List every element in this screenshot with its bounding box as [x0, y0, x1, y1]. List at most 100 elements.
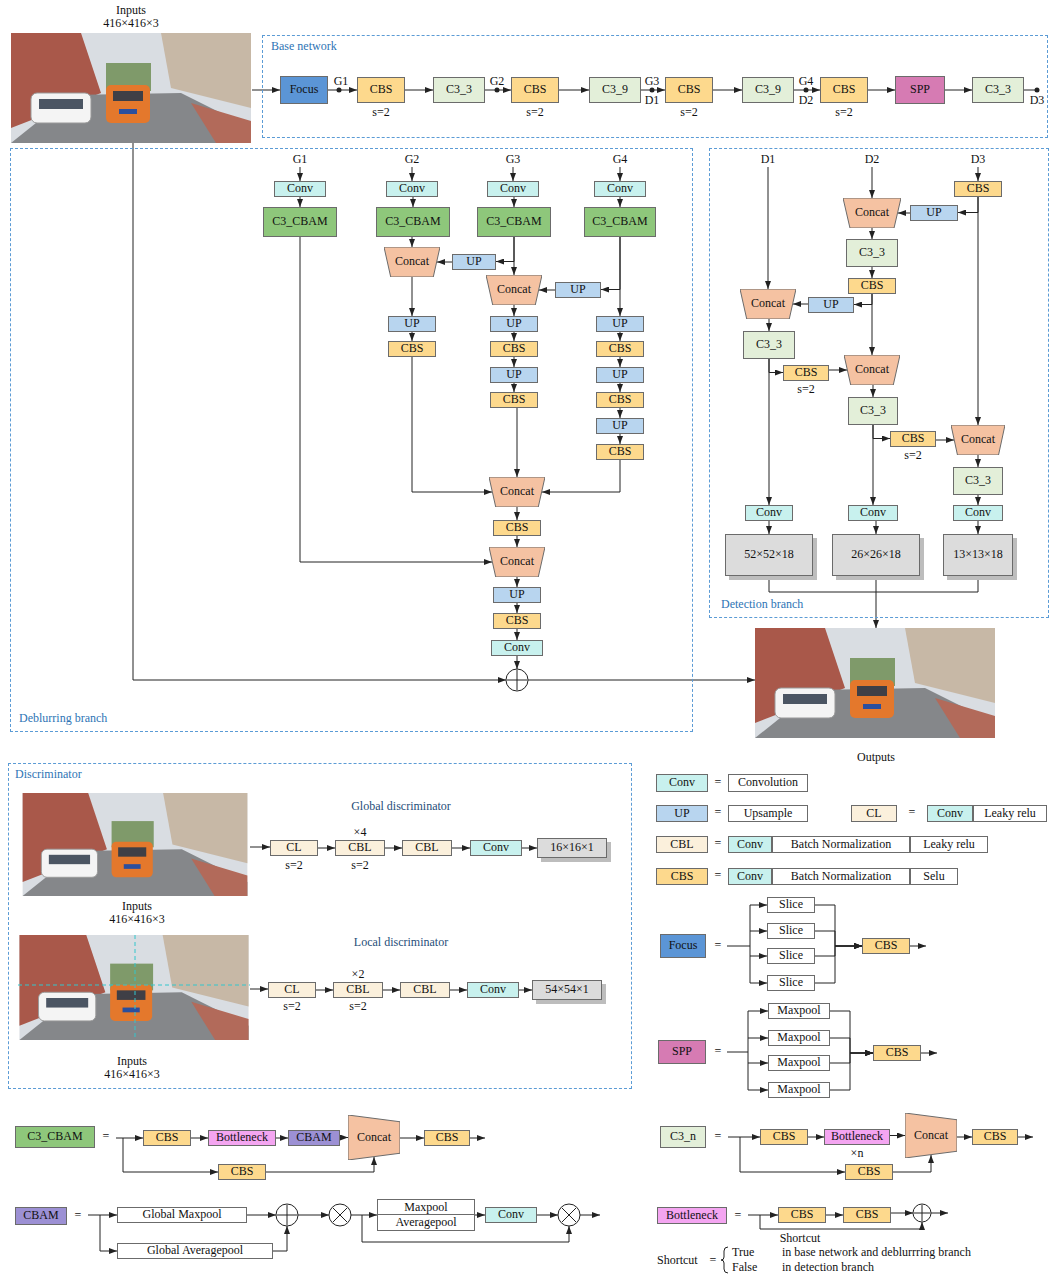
node-text: CBS	[671, 870, 694, 884]
label-wrap: s=2	[797, 382, 814, 397]
wire	[412, 167, 413, 181]
layer-box: CBL	[333, 982, 383, 998]
layer-box: CBS	[890, 431, 936, 447]
layer-box: CBS	[820, 77, 868, 103]
layer-box: UP	[452, 254, 496, 270]
node-text: CBL	[346, 983, 369, 997]
node-text: CBS	[370, 83, 393, 97]
label-wrap: in base network and deblurrring branch	[782, 1245, 971, 1260]
connector	[400, 1138, 424, 1139]
wire	[748, 1063, 768, 1064]
connector	[340, 1137, 348, 1138]
connector	[769, 319, 770, 331]
layer-box: CBL	[656, 836, 708, 853]
label-wrap: G3	[645, 74, 660, 89]
label-wrap: Shortcut	[657, 1253, 698, 1268]
layer-box: Conv	[470, 840, 522, 856]
node-text: Conv	[480, 983, 506, 997]
layer-box: C3_3	[848, 397, 898, 425]
wire	[273, 1226, 287, 1251]
layer-box: UP	[596, 316, 644, 332]
node-text: Upsample	[744, 807, 793, 821]
layer-box: UP	[656, 805, 708, 822]
node-text: CBS	[795, 366, 818, 380]
node-text: CBS	[436, 1131, 459, 1145]
wire	[891, 1213, 913, 1214]
layer-box: CL	[851, 805, 897, 822]
layer-box: UP	[596, 418, 644, 434]
node-text: CBS	[902, 432, 925, 446]
panel-title: Deblurring branch	[19, 712, 107, 726]
annotation-label: s=2	[285, 859, 302, 873]
node-text: C3_CBAM	[486, 215, 541, 229]
wire	[298, 1215, 329, 1216]
label-wrap: G1	[293, 152, 308, 167]
wire	[750, 905, 767, 906]
layer-box: CBS	[596, 392, 644, 408]
annotation-label: G1	[334, 75, 349, 89]
wire	[247, 1215, 276, 1216]
concat-trapezoid: Concat	[489, 477, 545, 507]
annotation-label: Local discriminator	[354, 936, 448, 950]
connector	[641, 90, 665, 91]
label-wrap: Inputs 416×416×3	[92, 1055, 172, 1081]
node-text: Batch Normalization	[791, 870, 891, 884]
output-photo	[755, 628, 995, 738]
annotation-label: G4	[613, 153, 628, 167]
wire	[517, 655, 518, 669]
layer-box: C3_CBAM	[584, 207, 656, 237]
input-photo	[11, 33, 251, 143]
layer-box: CBS	[665, 77, 713, 103]
connector	[945, 90, 972, 91]
node-text: Focus	[290, 83, 319, 97]
layer-box: Conv	[728, 868, 772, 885]
connector	[276, 1138, 288, 1139]
annotation-label: D2	[799, 94, 814, 108]
layer-box: 16×16×1	[537, 838, 607, 858]
wire	[748, 1090, 768, 1091]
node-text: Maxpool	[777, 1083, 820, 1097]
node-text: Conv	[498, 1208, 524, 1222]
wire	[910, 946, 926, 947]
label-wrap: s=2	[680, 105, 697, 120]
wire	[872, 167, 873, 198]
connector	[542, 460, 620, 492]
connector	[514, 357, 515, 367]
annotation-label: False	[732, 1261, 757, 1275]
annotation-label: ×2	[352, 968, 365, 982]
annotation-label: ×n	[851, 1147, 864, 1161]
annotation-label: s=2	[351, 859, 368, 873]
layer-box: CBS	[511, 77, 559, 103]
layer-box: Bottleneck	[657, 1207, 727, 1224]
trapezoid-shape	[489, 477, 545, 507]
connector	[514, 332, 515, 341]
label-wrap: =	[715, 938, 722, 953]
concat-trapezoid: Concat	[486, 275, 542, 305]
label-wrap: =	[909, 805, 916, 820]
node-text: C3_3	[859, 246, 885, 260]
wire	[750, 956, 767, 957]
layer-box: C3_9	[589, 77, 641, 103]
concat-trapezoid: Concat	[844, 355, 900, 385]
connector	[300, 197, 301, 207]
layer-box: CBS	[760, 1129, 808, 1145]
connector	[868, 90, 895, 91]
annotation-label: G2	[490, 75, 505, 89]
trapezoid-shape	[384, 247, 440, 277]
annotation-label: Inputs 416×416×3	[97, 900, 177, 926]
connector	[872, 267, 873, 278]
node-text: UP	[506, 368, 521, 382]
label-wrap: =	[715, 1129, 722, 1144]
node-text: Slice	[779, 898, 803, 912]
connector	[620, 357, 621, 367]
node-text: 13×13×18	[953, 548, 1003, 562]
connector	[405, 90, 433, 91]
annotation-label: G3	[506, 153, 521, 167]
layer-box: CBS	[490, 392, 538, 408]
wire	[728, 1137, 740, 1172]
connector	[514, 383, 515, 392]
annotation-label: G1	[293, 153, 308, 167]
layer-box: C3_3	[846, 239, 898, 267]
layer-box: CBS	[783, 365, 829, 381]
layer-box: UP	[490, 367, 538, 383]
